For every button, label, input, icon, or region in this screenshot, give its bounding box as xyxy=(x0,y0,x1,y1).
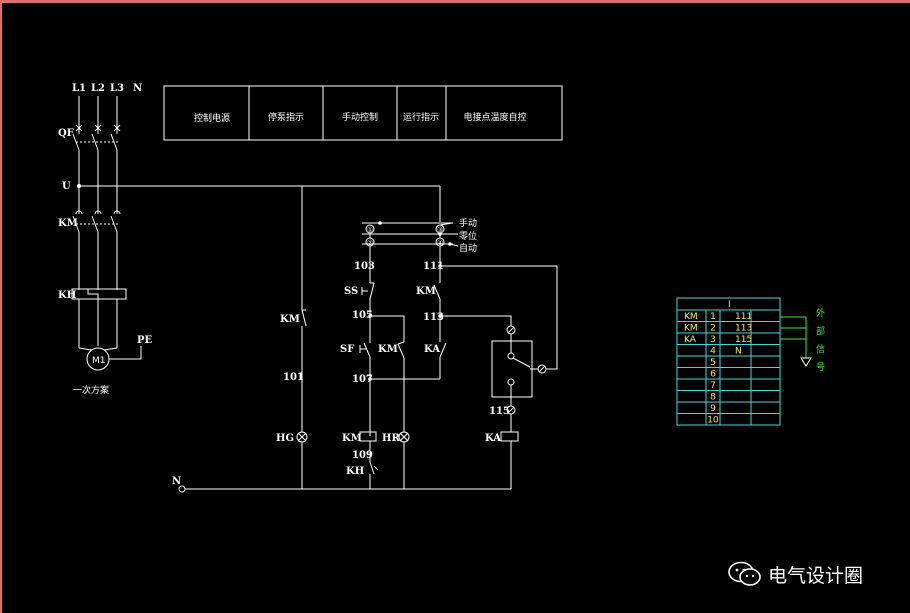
wire-107: 107 xyxy=(352,374,373,385)
selector-switch: ① ② ③ ④ 手动 零位 自动 xyxy=(362,217,477,268)
phase-l2-label: L2 xyxy=(91,83,105,94)
phase-l3-label: L3 xyxy=(110,83,124,94)
terminal-cell: 1 xyxy=(710,312,716,322)
terminal-cell: 115 xyxy=(735,335,752,345)
terminal-cell: N xyxy=(735,347,742,357)
ka-contact-label: KA xyxy=(424,344,440,355)
qf-label: QF xyxy=(58,128,74,139)
wire-105: 105 xyxy=(352,310,373,321)
side-label-1: 外 xyxy=(816,307,825,319)
header-box-1: 控制电源 xyxy=(194,112,230,124)
ka-coil xyxy=(500,431,519,442)
sel-num-3: ③ xyxy=(437,226,443,234)
header-label-boxes: 控制电源 停泵指示 手动控制 运行指示 电接点温度自控 xyxy=(163,85,563,141)
selector-pos-auto: 自动 xyxy=(459,242,477,254)
wire-113: 113 xyxy=(423,312,444,323)
kh-thermal-relay xyxy=(71,288,127,300)
watermark: 电气设计圈 xyxy=(728,560,863,588)
terminal-cell: 2 xyxy=(710,324,716,334)
hr-label: HR xyxy=(382,433,400,444)
wire-101: 101 xyxy=(283,372,304,383)
primary-caption: 一次方案 xyxy=(73,384,109,396)
pe-label: PE xyxy=(137,335,153,346)
branch-manual: 103 SS 105 SF KM 107 KM 109 KH HR xyxy=(340,261,440,489)
kh-contact-label: KH xyxy=(346,466,364,477)
temp-controller-box xyxy=(491,340,533,398)
motor-label: M1 xyxy=(92,356,106,366)
terminal-cell: 8 xyxy=(710,393,716,403)
terminal-cell: KA xyxy=(684,335,697,345)
km-coil xyxy=(359,431,377,442)
side-label-2: 部 xyxy=(816,325,825,337)
terminal-cell: 7 xyxy=(710,381,716,391)
sel-num-2: ② xyxy=(367,239,373,247)
terminal-cell: 3 xyxy=(710,335,716,345)
terminal-cell: 9 xyxy=(710,404,716,414)
n-bus-label: N xyxy=(172,476,181,487)
header-box-5: 电接点温度自控 xyxy=(463,111,526,123)
phase-n-label: N xyxy=(133,83,142,94)
wechat-icon xyxy=(728,561,762,587)
terminal-cell: 6 xyxy=(710,370,716,380)
side-label-4: 号 xyxy=(816,362,825,373)
terminal-cell: 113 xyxy=(735,324,752,334)
terminal-cell: KM xyxy=(684,324,698,334)
control-bus: N xyxy=(79,185,511,493)
terminal-cell: 111 xyxy=(735,312,752,322)
selector-pos-zero: 零位 xyxy=(459,230,477,242)
wire-115: 115 xyxy=(489,406,510,417)
side-label-3: 信 xyxy=(816,343,825,355)
phase-l1-label: L1 xyxy=(72,83,86,94)
km-nc-label: KM xyxy=(280,314,300,325)
header-box-3: 手动控制 xyxy=(342,111,378,123)
terminal-cell: KM xyxy=(684,312,698,322)
km-coil-label: KM xyxy=(342,433,362,444)
km-main-contact-symbol xyxy=(72,210,121,233)
qf-breaker-symbol xyxy=(72,124,121,151)
u-label: U xyxy=(62,181,71,192)
sel-num-4: ④ xyxy=(437,239,443,247)
watermark-text: 电气设计圈 xyxy=(768,564,864,587)
sf-label: SF xyxy=(340,344,354,355)
branch-auto: 111 KM 113 KA 115 KA xyxy=(416,261,558,489)
sel-num-1: ① xyxy=(367,226,373,234)
terminal-cell: 5 xyxy=(710,358,716,368)
selector-pos-manual: 手动 xyxy=(459,217,477,229)
km-no-label: KM xyxy=(416,286,436,297)
wire-111: 111 xyxy=(423,261,444,272)
wire-109: 109 xyxy=(352,450,373,461)
external-signal-lines: 外 部 信 号 xyxy=(780,307,825,373)
terminal-header: I xyxy=(728,300,731,310)
header-box-4: 运行指示 xyxy=(403,111,439,123)
km-hold-label: KM xyxy=(378,344,398,355)
hg-label: HG xyxy=(276,433,294,444)
ss-label: SS xyxy=(344,286,358,297)
branch-hg: KM 101 HG xyxy=(276,309,308,489)
terminal-cell: 10 xyxy=(707,416,719,426)
km-main-label: KM xyxy=(58,218,78,229)
terminal-cell: 4 xyxy=(710,347,716,357)
wire-103: 103 xyxy=(354,261,375,272)
header-box-2: 停泵指示 xyxy=(268,111,304,123)
ka-coil-label: KA xyxy=(485,433,501,444)
primary-circuit: L1 L2 L3 N QF U KM xyxy=(58,83,153,396)
kh-label: KH xyxy=(58,290,76,301)
